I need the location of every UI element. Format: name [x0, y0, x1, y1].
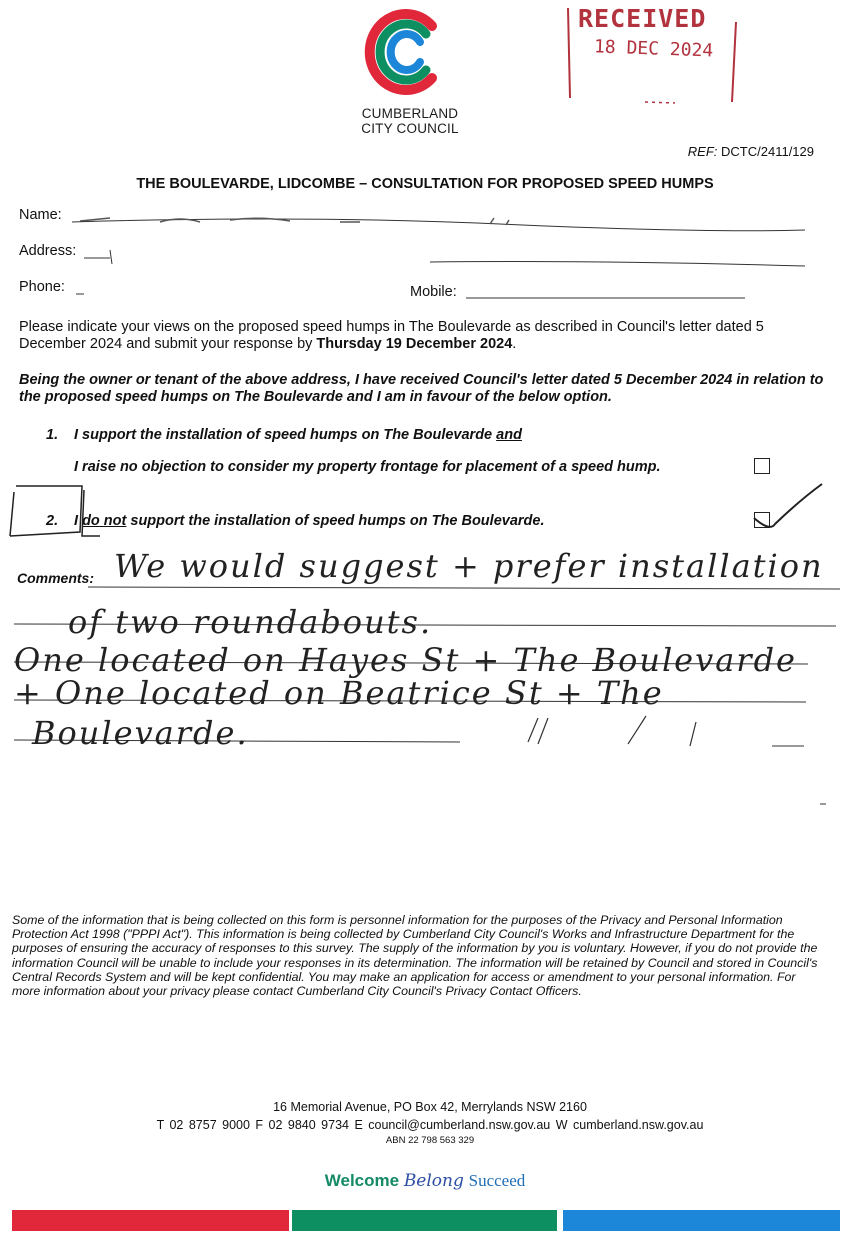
tagline-welcome: Welcome — [324, 1171, 400, 1190]
option-1-label: I support the installation of speed hump… — [74, 427, 522, 443]
footer-abn: ABN 22 798 563 329 — [385, 1135, 475, 1146]
address-label: Address: — [19, 243, 77, 259]
council-name-line2: CITY COUNCIL — [361, 121, 459, 136]
option-2-checkbox[interactable] — [754, 512, 770, 528]
option-1-and: and — [496, 427, 522, 443]
option-2-do-not: do not — [82, 513, 127, 529]
footer-bar-blue — [563, 1210, 840, 1231]
comment-line-4: + One located on Beatrice St + The — [14, 674, 664, 712]
reference-number: REF: DCTC/2411/129 — [640, 144, 814, 159]
tagline: Welcome Belong Succeed — [230, 1171, 620, 1191]
reference-value: DCTC/2411/129 — [721, 144, 814, 159]
tagline-succeed: Succeed — [468, 1171, 526, 1190]
option-2-number: 2. — [46, 513, 59, 529]
option-2-bracket — [9, 485, 100, 537]
comments-label: Comments: — [17, 570, 95, 586]
name-field-scribble — [79, 217, 510, 226]
comment-line-2: of two roundabouts. — [68, 603, 433, 641]
instructions: Please indicate your views on the propos… — [19, 319, 831, 353]
council-logo-icon — [362, 4, 446, 100]
council-name: CUMBERLAND CITY COUNCIL — [340, 106, 480, 136]
deadline: Thursday 19 December 2024 — [316, 336, 513, 352]
comment-line-5: Boulevarde. — [32, 714, 249, 752]
instructions-text: Please indicate your views on the propos… — [19, 319, 764, 352]
declaration-statement: Being the owner or tenant of the above a… — [19, 372, 824, 405]
instructions-end: . — [512, 336, 517, 352]
option-1-checkbox[interactable] — [754, 458, 770, 474]
check-mark-icon — [753, 483, 823, 528]
comment-lines — [13, 586, 841, 805]
footer-bar-red — [12, 1210, 289, 1231]
footer: 16 Memorial Avenue, PO Box 42, Merryland… — [100, 1098, 760, 1148]
tagline-belong: Belong — [403, 1171, 464, 1191]
stamp-text: RECEIVED 18 DEC 2024 — [578, 4, 748, 61]
option-1-number: 1. — [46, 427, 59, 443]
option-1-text: I support the installation of speed hump… — [74, 427, 497, 443]
council-name-line1: CUMBERLAND — [361, 106, 459, 121]
comment-line-1: We would suggest + prefer installation — [114, 547, 824, 585]
address-field-line — [84, 249, 806, 267]
name-field-line — [71, 218, 806, 232]
option-2-annotations — [9, 483, 823, 537]
received-stamp — [550, 2, 742, 106]
footer-contact: T 02 8757 9000 F 02 9840 9734 E council@… — [156, 1118, 704, 1132]
phone-label: Phone: — [19, 279, 65, 295]
stamp-received-word: RECEIVED — [578, 4, 707, 33]
option-2-text: support the installation of speed humps … — [126, 513, 545, 529]
option-2-label: I do not support the installation of spe… — [74, 513, 544, 529]
name-label: Name: — [19, 207, 62, 223]
reference-label: REF: — [687, 144, 718, 159]
footer-bar-green — [292, 1210, 557, 1231]
option-1-condition: I raise no objection to consider my prop… — [74, 459, 661, 475]
option-2-pre: I — [74, 513, 83, 529]
comment-line-3: One located on Hayes St + The Boulevarde — [14, 641, 797, 679]
privacy-notice: Some of the information that is being co… — [12, 913, 818, 999]
footer-address: 16 Memorial Avenue, PO Box 42, Merryland… — [273, 1100, 587, 1114]
field-lines — [71, 217, 806, 299]
form-title: THE BOULEVARDE, LIDCOMBE – CONSULTATION … — [136, 176, 714, 192]
mobile-label: Mobile: — [410, 284, 457, 300]
